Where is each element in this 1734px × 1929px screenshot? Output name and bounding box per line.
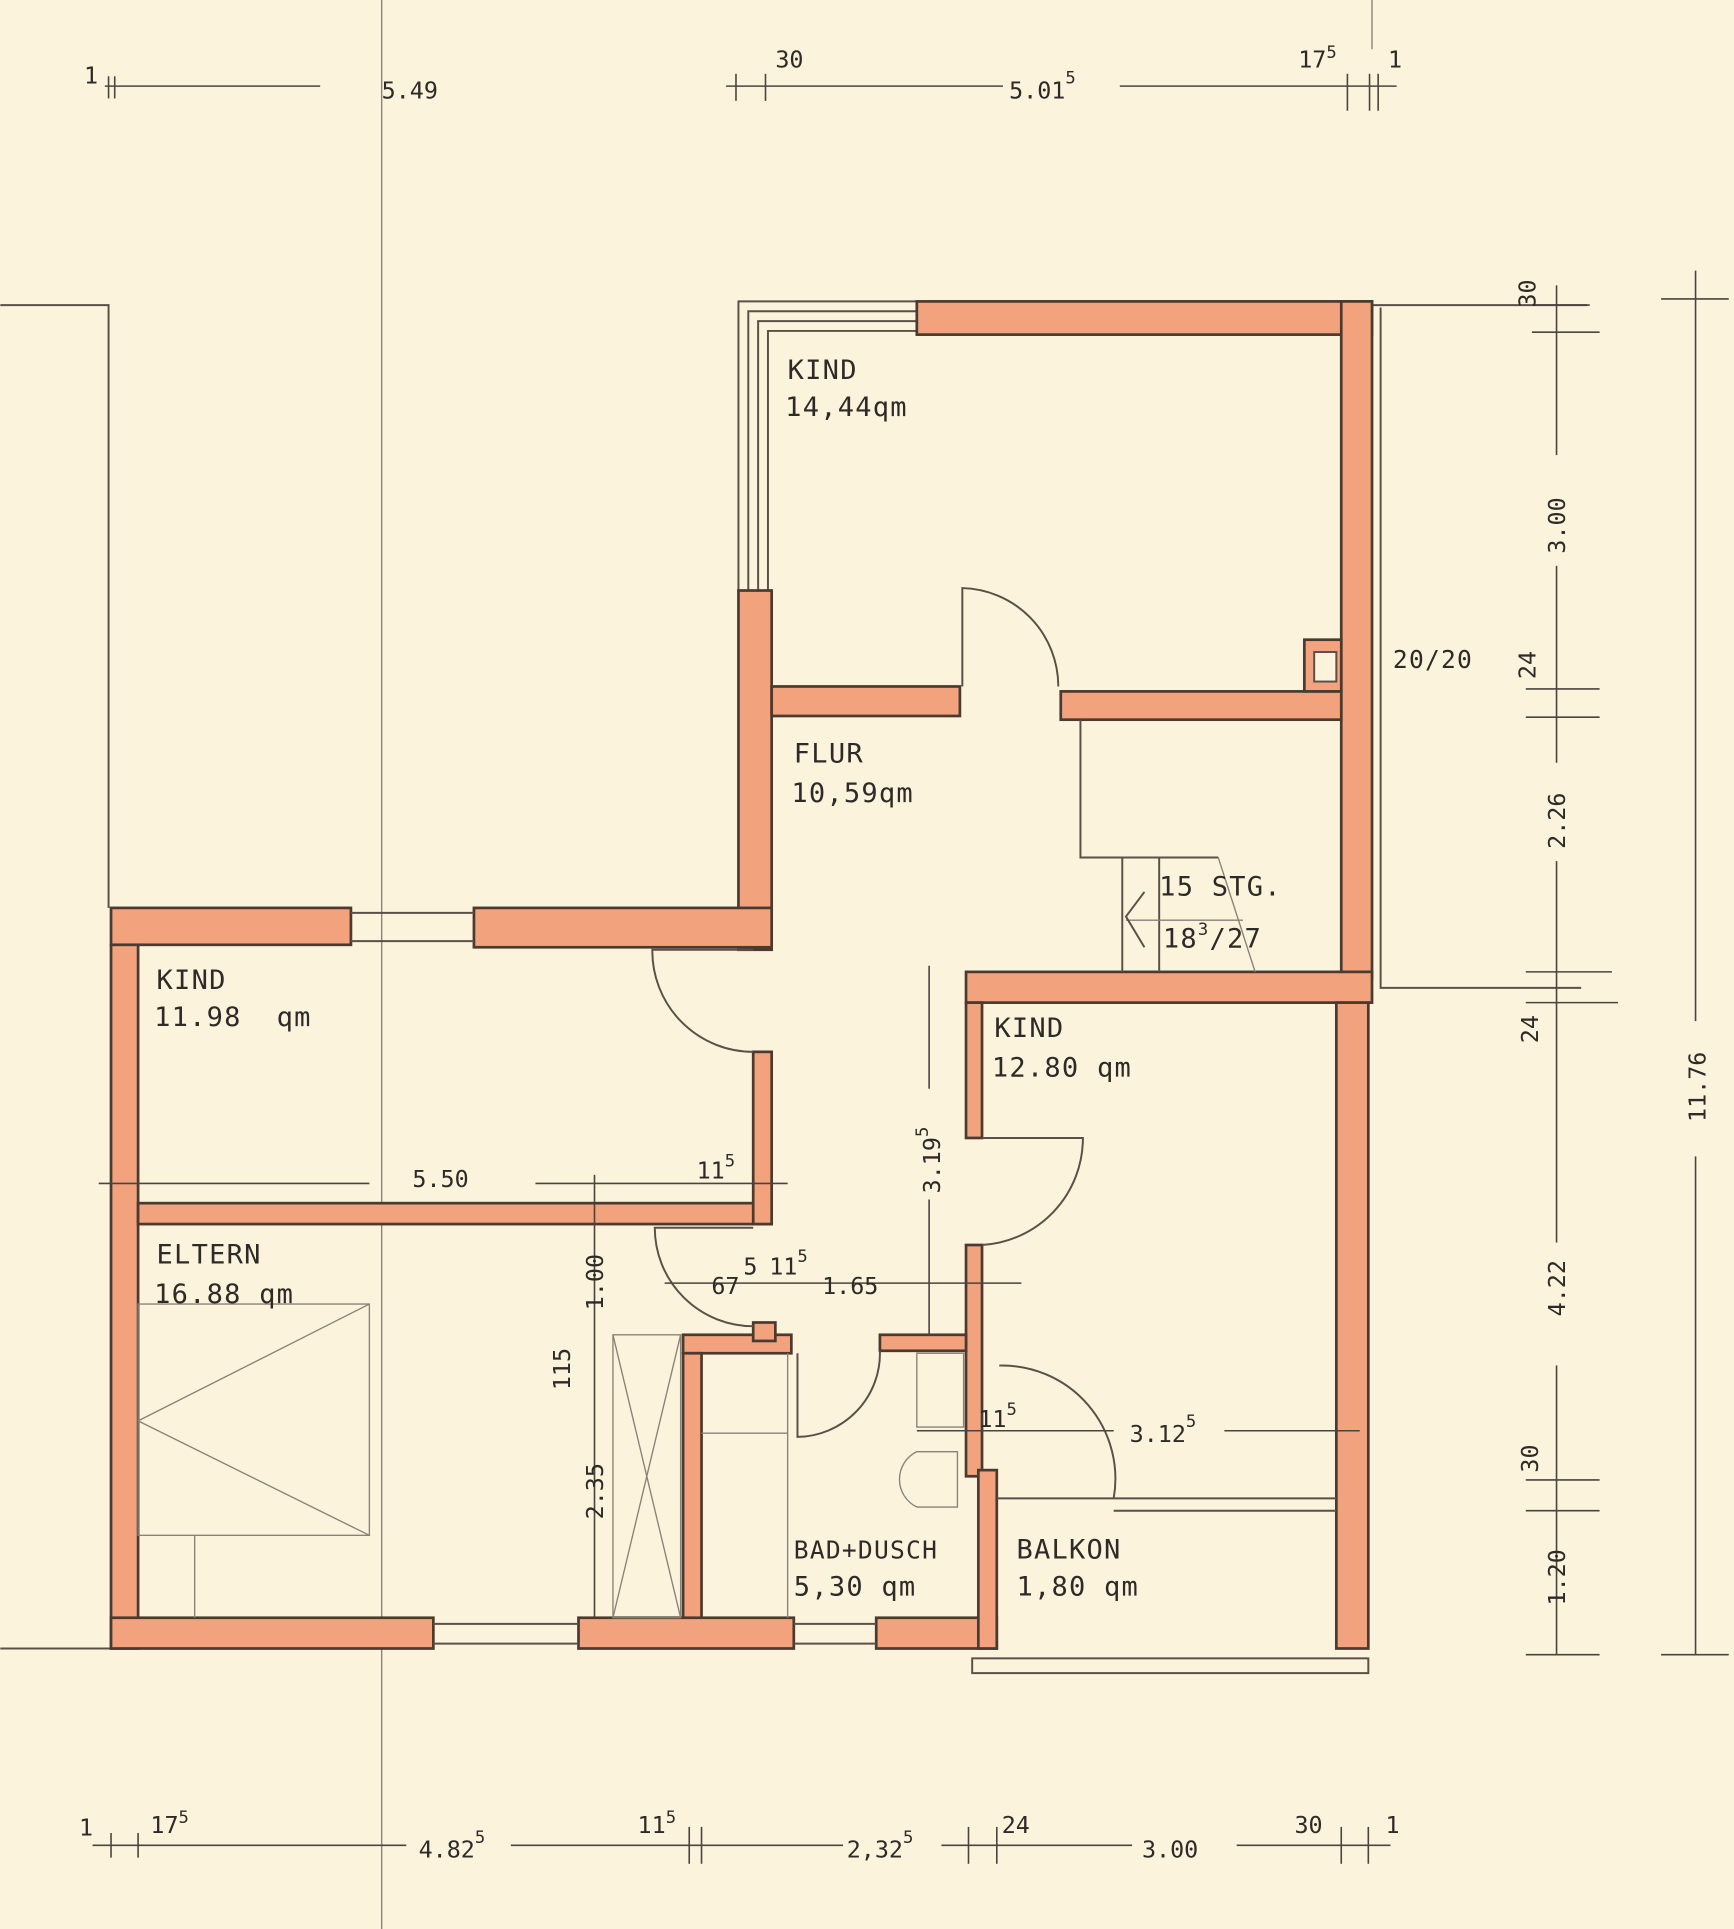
dimension-lines	[92, 73, 1729, 1864]
room-balkon: BALKON 1,80 qm	[1016, 1535, 1139, 1603]
dim-text: 115	[769, 1247, 808, 1280]
room-name: BALKON	[1016, 1535, 1121, 1566]
room-eltern: ELTERN 16.88 qm	[154, 1239, 294, 1310]
dim-text: 2.35	[581, 1463, 609, 1519]
dim-text: 115	[548, 1348, 576, 1390]
room-area: 12.80 qm	[992, 1052, 1132, 1083]
stair-label: 15 STG. 183/27	[1159, 872, 1282, 955]
dim-text: 1	[1386, 1811, 1400, 1839]
dim-text: 3.00	[1543, 497, 1571, 553]
room-area: 10,59qm	[791, 778, 914, 809]
dim-text: 24	[1514, 651, 1542, 679]
room-name: KIND	[994, 1013, 1064, 1044]
windows	[350, 911, 1370, 1675]
furniture	[136, 1303, 965, 1619]
dim-text: 24	[1516, 1015, 1544, 1043]
dim-text: 24	[1002, 1811, 1030, 1839]
dim-text: 11.76	[1683, 1052, 1711, 1122]
dim-text: 30	[1295, 1811, 1323, 1839]
dim-text: 30	[1516, 1444, 1544, 1472]
right-dimensions: 30 3.00 24 2.26 24 4.22 30 1.20 11.76	[1514, 279, 1712, 1605]
dim-text: 4.825	[419, 1828, 486, 1864]
dim-text: 115	[638, 1808, 677, 1839]
bottom-dimensions: 1 175 4.825 115 2,325 24 3.00 30 1	[79, 1808, 1400, 1863]
chimney-label: 20/20	[1393, 645, 1473, 674]
stair-ratio: 183/27	[1163, 920, 1262, 954]
doors	[651, 587, 1117, 1499]
dim-text: 5.015	[1009, 69, 1076, 105]
room-area: 14,44qm	[785, 392, 908, 423]
dim-text: 2,325	[847, 1828, 914, 1864]
dim-text: 1	[84, 62, 98, 90]
room-name: KIND	[157, 965, 227, 996]
room-area: 1,80 qm	[1016, 1572, 1139, 1603]
dim-text: 5.50	[412, 1165, 468, 1193]
dim-text: 4.22	[1543, 1260, 1571, 1316]
dim-text: 5	[743, 1253, 757, 1281]
dim-text: 5.49	[382, 76, 438, 104]
dim-text: 1	[1388, 46, 1402, 74]
walls	[109, 300, 1374, 1650]
room-kind-right: KIND 12.80 qm	[992, 1013, 1132, 1083]
room-name: ELTERN	[157, 1239, 262, 1270]
chimney	[1302, 638, 1343, 693]
room-name: BAD+DUSCH	[794, 1536, 938, 1565]
dim-text: 3.125	[1130, 1412, 1197, 1448]
window-upper-kind	[737, 300, 917, 591]
room-bad: BAD+DUSCH 5,30 qm	[794, 1536, 938, 1603]
room-area: 16.88 qm	[154, 1279, 294, 1310]
top-dimensions: 1 5.49 30 5.015 175 1	[84, 43, 1402, 105]
dim-text: 30	[1514, 279, 1542, 307]
outline-lines	[0, 0, 1588, 1929]
room-area: 5,30 qm	[794, 1572, 917, 1603]
dim-text: 175	[150, 1808, 189, 1839]
dim-text: 1.00	[581, 1254, 609, 1310]
room-area: 11.98 qm	[154, 1002, 312, 1033]
stair-steps: 15 STG.	[1159, 872, 1282, 903]
room-name: FLUR	[794, 739, 864, 770]
dim-text: 67	[711, 1272, 739, 1300]
stair	[1079, 719, 1256, 973]
dim-text: 1	[79, 1814, 93, 1842]
dim-text: 115	[697, 1151, 736, 1184]
dim-text: 2.26	[1543, 793, 1571, 849]
dim-text: 3.00	[1142, 1836, 1198, 1864]
room-flur: FLUR 10,59qm	[791, 739, 914, 809]
room-kind-top: KIND 14,44qm	[785, 355, 908, 423]
room-kind-left: KIND 11.98 qm	[154, 965, 312, 1033]
dim-text: 175	[1298, 43, 1337, 74]
dim-text: 115	[978, 1400, 1017, 1433]
dim-text: 1.65	[822, 1272, 878, 1300]
dim-text: 30	[775, 46, 803, 74]
dim-text: 1.20	[1543, 1549, 1571, 1605]
room-name: KIND	[788, 355, 858, 386]
dim-text: 3.195	[913, 1127, 946, 1194]
interior-dimensions: 5.50 115 3.195 1.00 67 5 115 1.65 115 2.…	[412, 1127, 1196, 1520]
